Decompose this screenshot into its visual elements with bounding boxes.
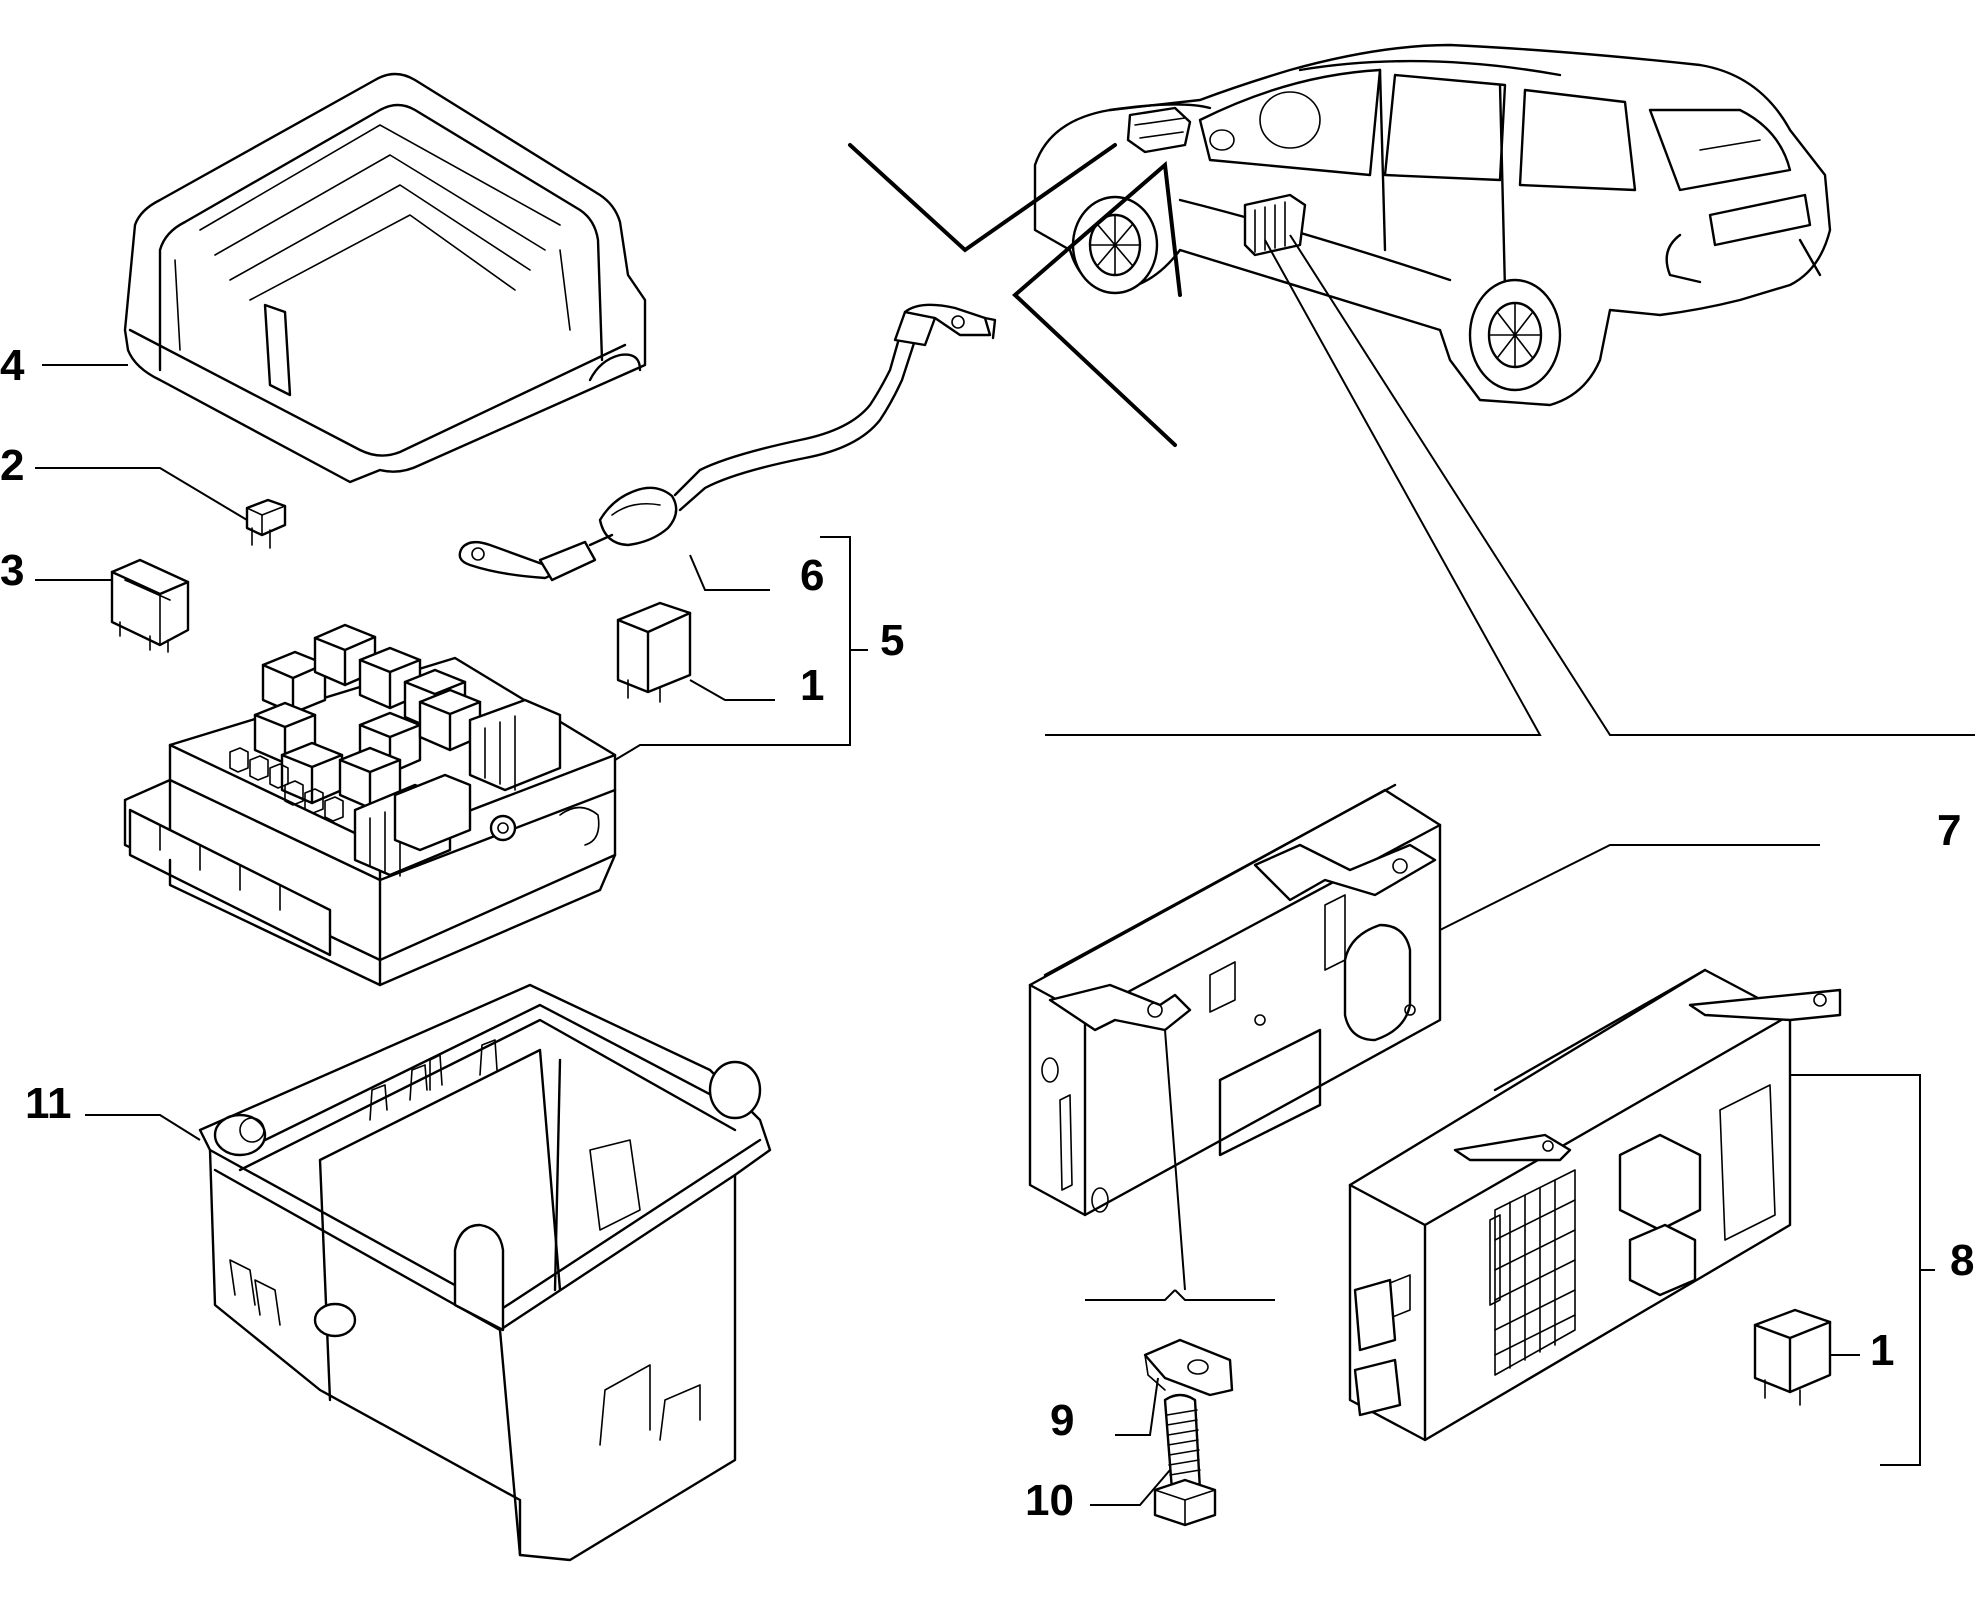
callout-11: 11 <box>25 1079 72 1128</box>
callout-3: 3 <box>0 546 24 595</box>
fuse-maxi <box>110 558 190 653</box>
callout-numbers: 4 2 3 6 5 1 7 11 8 1 9 10 <box>0 341 1974 1525</box>
callout-4: 4 <box>0 341 25 390</box>
relay-dashboard <box>1753 1308 1832 1406</box>
callout-6: 6 <box>800 551 824 600</box>
body-computer-leaders <box>1045 234 1975 736</box>
fuse-box-cover <box>123 72 647 484</box>
car-illustration <box>1033 43 1832 407</box>
callout-8: 8 <box>1950 1236 1974 1285</box>
callout-9: 9 <box>1050 1396 1074 1445</box>
relay-engine-bay <box>616 601 692 703</box>
callout-2: 2 <box>0 441 24 490</box>
car-location-pointers <box>848 143 1182 447</box>
callout-1-top: 1 <box>800 661 824 710</box>
clip-nut <box>1143 1338 1234 1397</box>
body-control-unit <box>1028 783 1442 1217</box>
callout-1-bottom: 1 <box>1870 1326 1894 1375</box>
callout-5: 5 <box>880 616 904 665</box>
callout-7: 7 <box>1937 806 1961 855</box>
engine-fuse-box <box>123 623 617 987</box>
dashboard-fuse-unit <box>1348 968 1842 1442</box>
bolt <box>1153 1393 1217 1527</box>
callout-10: 10 <box>1025 1476 1074 1525</box>
leader-lines <box>35 364 1935 1506</box>
fuse-box-base <box>198 983 772 1562</box>
fuse-small <box>245 498 287 549</box>
earth-cable <box>458 303 997 582</box>
